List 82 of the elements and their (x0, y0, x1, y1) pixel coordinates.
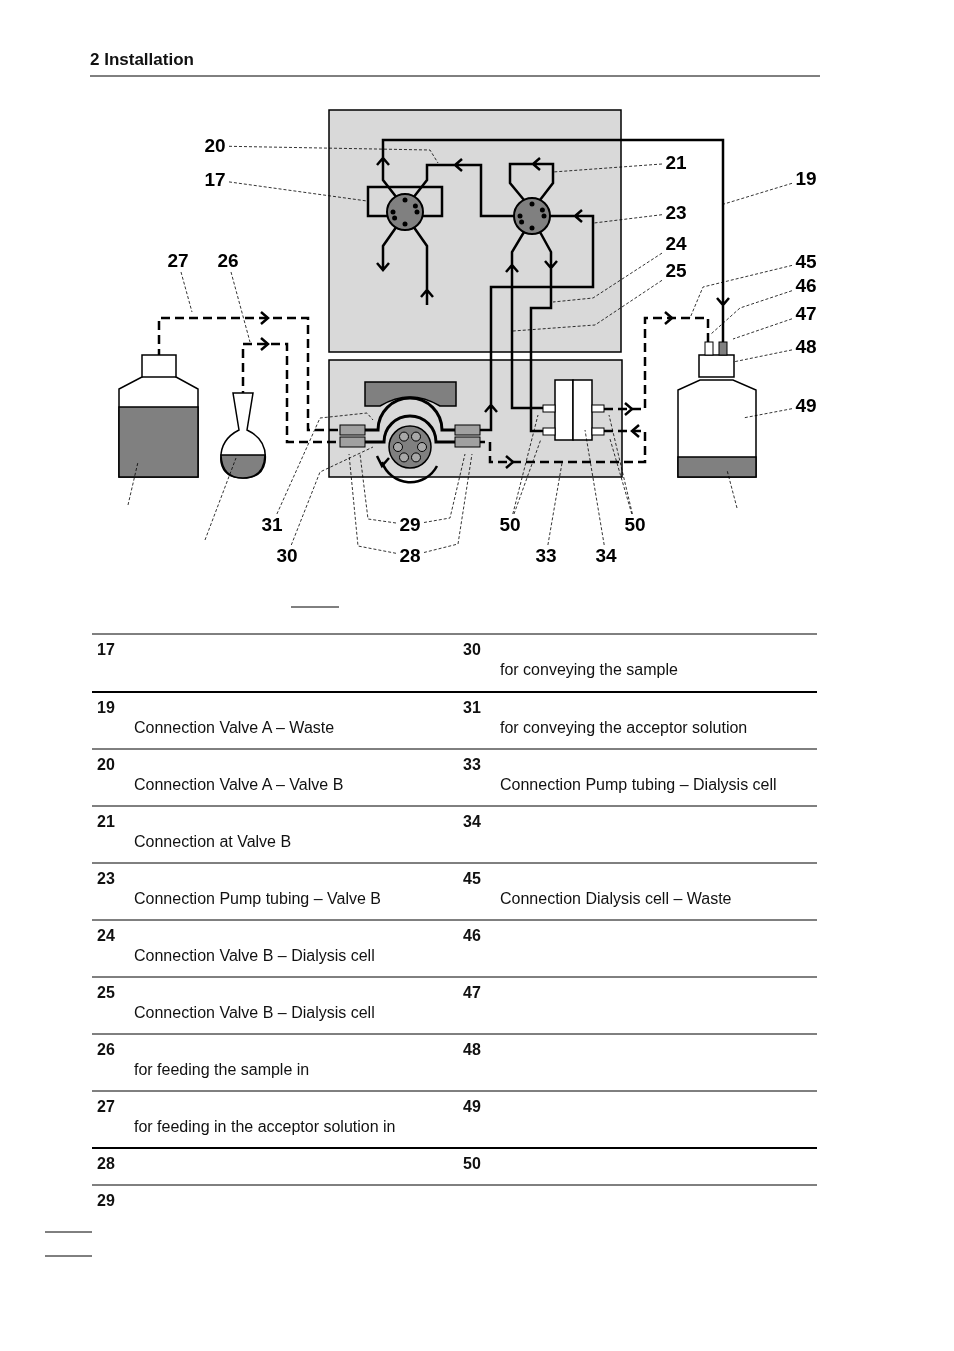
leader-line (359, 453, 397, 524)
callout-number: 29 (396, 514, 424, 536)
item-number: 19 (97, 699, 115, 717)
leader-line (230, 271, 251, 343)
leader-line (710, 290, 793, 335)
item-description: Connection Valve A – Waste (134, 719, 335, 737)
leader-line (584, 429, 605, 546)
item-number: 48 (463, 1041, 481, 1059)
item-number: 47 (463, 984, 481, 1002)
callout-number: 19 (792, 168, 820, 190)
item-description: for conveying the sample (500, 661, 678, 679)
callout-number: 21 (662, 152, 690, 174)
callout-number: 50 (621, 514, 649, 536)
item-number: 25 (97, 984, 115, 1002)
item-number: 28 (97, 1155, 115, 1173)
item-number: 17 (97, 641, 115, 659)
item-description: Connection Valve B – Dialysis cell (134, 947, 375, 965)
leader-line (608, 414, 633, 515)
section-heading: 2 Installation (90, 50, 194, 70)
item-number: 20 (97, 756, 115, 774)
leader-line (552, 252, 663, 303)
leader-line (689, 265, 793, 319)
leader-line (732, 349, 793, 363)
callout-number: 50 (496, 514, 524, 536)
callout-number: 48 (792, 336, 820, 358)
item-number: 21 (97, 813, 115, 831)
leader-line (547, 462, 563, 546)
item-description: Connection Valve A – Valve B (134, 776, 344, 794)
item-number: 23 (97, 870, 115, 888)
item-number: 31 (463, 699, 481, 717)
leader-line (552, 163, 663, 173)
item-number: 46 (463, 927, 481, 945)
leader-line (513, 438, 542, 515)
item-description: for feeding in the acceptor solution in (134, 1118, 396, 1136)
item-number: 24 (97, 927, 115, 945)
callout-number: 46 (792, 275, 820, 297)
item-number: 34 (463, 813, 481, 831)
item-description: for feeding the sample in (134, 1061, 310, 1079)
item-number: 27 (97, 1098, 115, 1116)
callout-number: 20 (201, 135, 229, 157)
leader-line (609, 438, 633, 515)
item-number: 45 (463, 870, 481, 888)
callout-number: 24 (662, 233, 690, 255)
leader-line (348, 453, 397, 554)
item-number: 33 (463, 756, 481, 774)
leader-line (742, 408, 793, 419)
item-description: Connection Dialysis cell – Waste (500, 890, 732, 908)
leader-line (290, 446, 374, 546)
item-description: Connection Pump tubing – Dialysis cell (500, 776, 777, 794)
item-description: for conveying the acceptor solution (500, 719, 748, 737)
callout-number: 31 (258, 514, 286, 536)
callout-number: 45 (792, 251, 820, 273)
callout-number: 33 (532, 545, 560, 567)
leader-line (228, 145, 439, 164)
item-number: 49 (463, 1098, 481, 1116)
item-number: 30 (463, 641, 481, 659)
leader-line (593, 214, 663, 224)
leader-line (276, 412, 374, 515)
leader-line (723, 182, 793, 205)
callout-number: 25 (662, 260, 690, 282)
callout-number: 34 (592, 545, 620, 567)
callout-number: 26 (214, 250, 242, 272)
item-description: Connection at Valve B (134, 833, 292, 851)
callout-number: 49 (792, 395, 820, 417)
item-number: 26 (97, 1041, 115, 1059)
callout-number: 47 (792, 303, 820, 325)
leader-line (423, 453, 466, 523)
callout-number: 30 (273, 545, 301, 567)
item-description: Connection Valve B – Dialysis cell (134, 1004, 375, 1022)
leader-line (228, 181, 368, 202)
item-number: 50 (463, 1155, 481, 1173)
leader-line (732, 318, 793, 340)
callout-number: 28 (396, 545, 424, 567)
leader-line (512, 414, 539, 515)
item-description: Connection Pump tubing – Valve B (134, 890, 381, 908)
item-number: 29 (97, 1192, 115, 1210)
callout-number: 23 (662, 202, 690, 224)
leader-line (180, 271, 193, 313)
callout-number: 17 (201, 169, 229, 191)
leader-line (423, 453, 473, 553)
leader-line (512, 279, 663, 332)
callout-number: 27 (164, 250, 192, 272)
